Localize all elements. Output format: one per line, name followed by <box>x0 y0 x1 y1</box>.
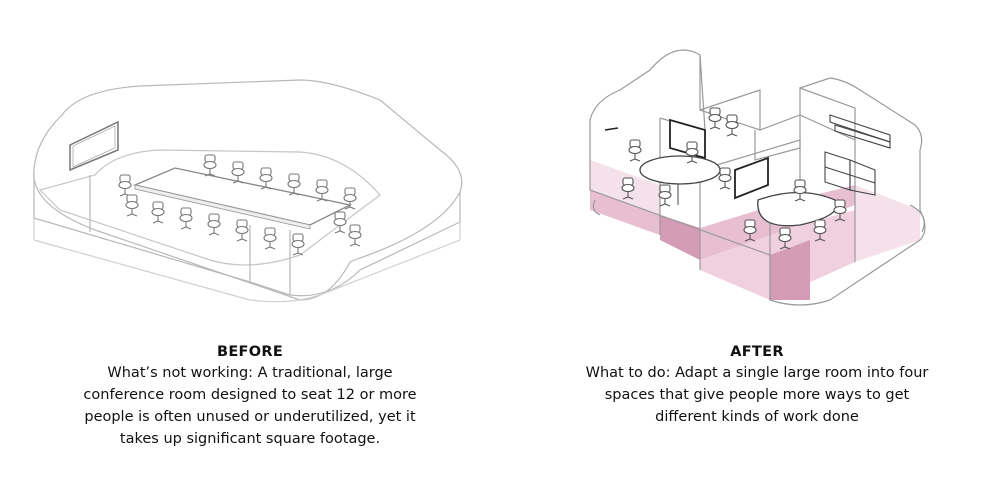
chair-icon <box>235 219 249 242</box>
chair-icon <box>291 233 305 256</box>
wall-screen-icon <box>69 120 119 172</box>
chair-icon <box>348 224 362 247</box>
before-line: What’s not working: A traditional, large <box>107 365 393 381</box>
after-line: What to do: Adapt a single large room in… <box>585 365 929 381</box>
chair-icon <box>621 177 635 200</box>
chair-icon <box>718 167 732 190</box>
chair-icon <box>343 187 357 210</box>
after-title: AFTER <box>730 344 784 360</box>
before-floor-outline <box>38 149 381 266</box>
chair-icon <box>263 227 277 250</box>
after-caption: AFTER What to do: Adapt a single large r… <box>547 342 967 428</box>
chair-icon <box>315 179 329 202</box>
after-illustration <box>589 49 926 306</box>
chair-icon <box>708 107 722 130</box>
chair-icon <box>151 201 165 224</box>
after-line: spaces that give people more ways to get <box>604 387 910 403</box>
chairs-icon <box>118 154 362 256</box>
chair-icon <box>743 219 757 242</box>
before-room-outline <box>33 79 463 301</box>
chair-icon <box>813 219 827 242</box>
chair-icon <box>287 173 301 196</box>
before-illustration <box>33 79 463 303</box>
chair-icon <box>203 154 217 177</box>
shelf-icon <box>824 114 891 196</box>
chair-icon <box>207 213 221 236</box>
before-line: people is often unused or underutilized,… <box>84 409 416 425</box>
chair-icon <box>333 211 347 234</box>
after-line: different kinds of work done <box>655 409 859 425</box>
before-line: conference room designed to seat 12 or m… <box>83 387 417 403</box>
chair-icon <box>231 161 245 184</box>
chair-icon <box>833 199 847 222</box>
chair-icon <box>685 141 699 164</box>
before-line: takes up significant square footage. <box>119 431 381 447</box>
chair-icon <box>778 227 792 250</box>
table-icon <box>639 155 838 227</box>
before-caption: BEFORE What’s not working: A traditional… <box>40 342 460 450</box>
chair-icon <box>259 167 273 190</box>
chair-icon <box>793 179 807 202</box>
before-title: BEFORE <box>216 344 284 360</box>
chair-icon <box>725 114 739 137</box>
chair-icon <box>179 207 193 230</box>
conference-table-icon <box>132 167 352 230</box>
before-description: What’s not working: A traditional, large… <box>40 362 460 450</box>
chair-icon <box>125 194 139 217</box>
after-description: What to do: Adapt a single large room in… <box>547 362 967 428</box>
chair-icon <box>628 139 642 162</box>
chair-icon <box>658 184 672 207</box>
chairs-icon <box>621 107 847 250</box>
chair-icon <box>118 174 132 197</box>
